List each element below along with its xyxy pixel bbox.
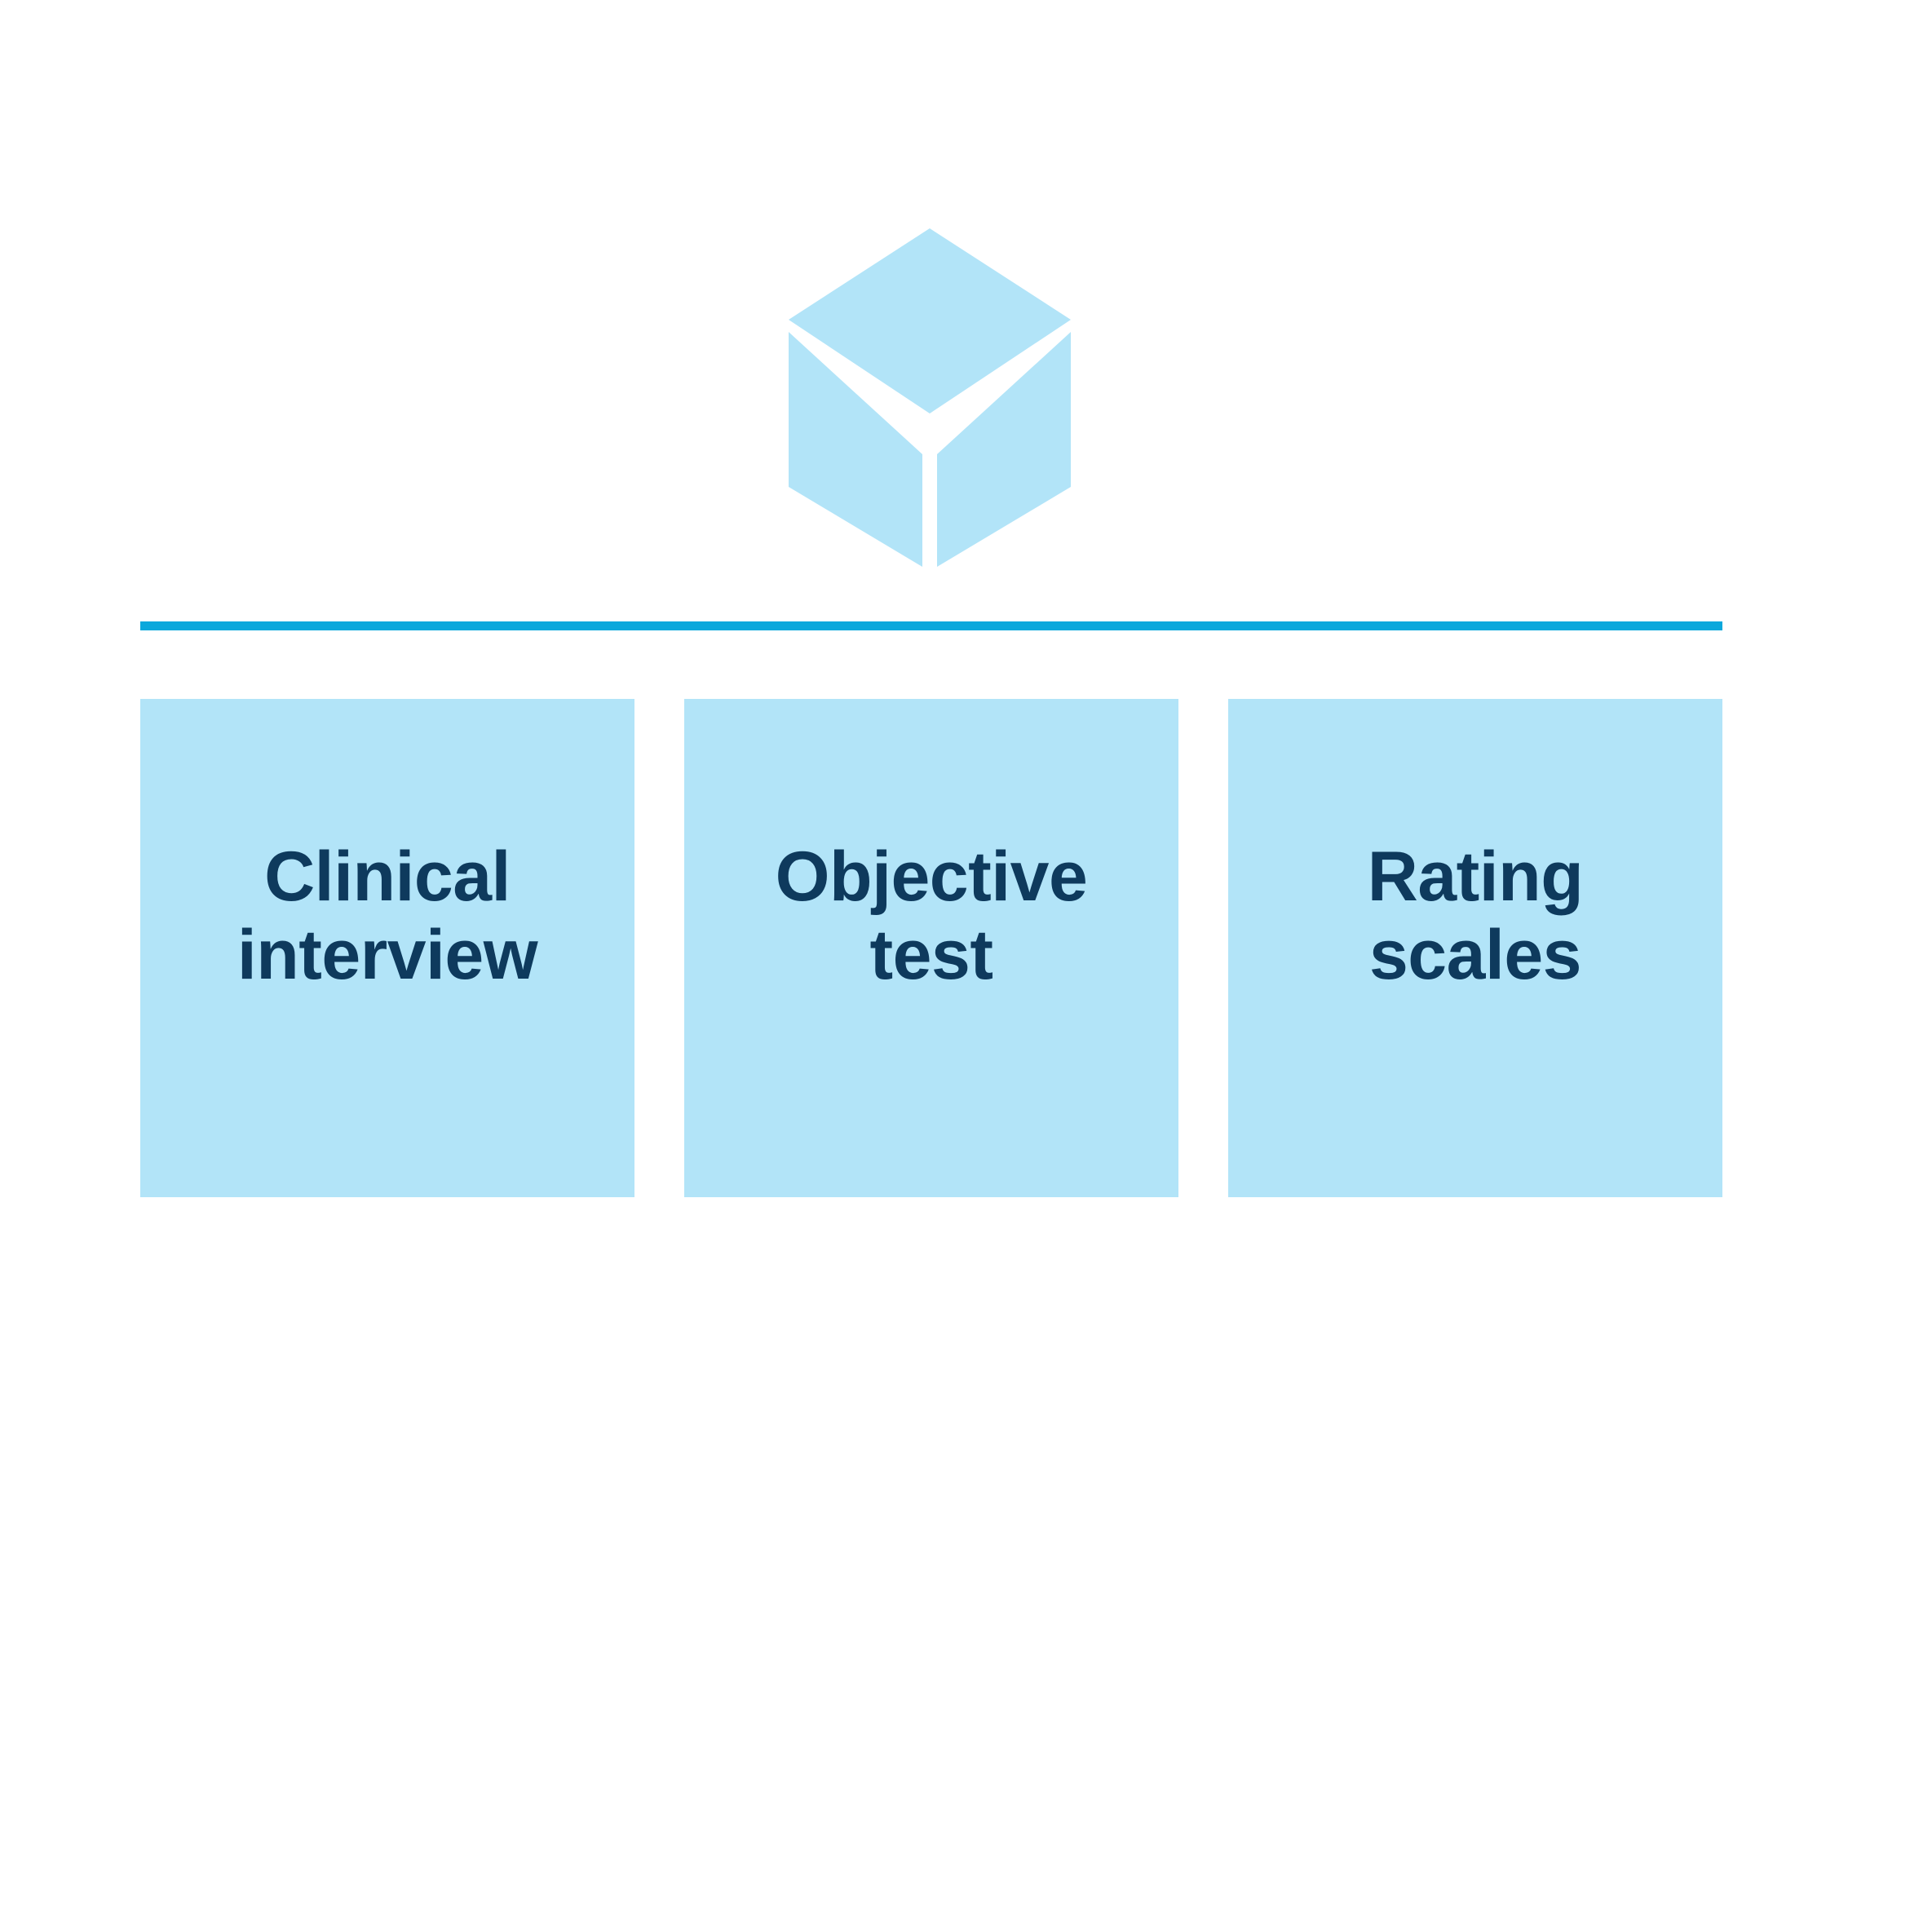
card-rating-scales[interactable]: Rating scales [1228, 699, 1722, 1197]
card-clinical-interview[interactable]: Clinical interview [140, 699, 634, 1197]
card-objective-test[interactable]: Objective test [684, 699, 1178, 1197]
cube-left-face [789, 332, 922, 567]
card-label-rating-scales: Rating scales [1367, 838, 1584, 995]
cube-top-face [789, 228, 1071, 413]
card-label-clinical-interview: Clinical interview [237, 838, 538, 995]
cube-icon [779, 220, 1081, 571]
divider-rule [140, 621, 1722, 630]
card-label-objective-test: Objective test [775, 838, 1088, 995]
cube-right-face [937, 332, 1071, 567]
card-row: Clinical interview Objective test Rating… [140, 699, 1722, 1197]
